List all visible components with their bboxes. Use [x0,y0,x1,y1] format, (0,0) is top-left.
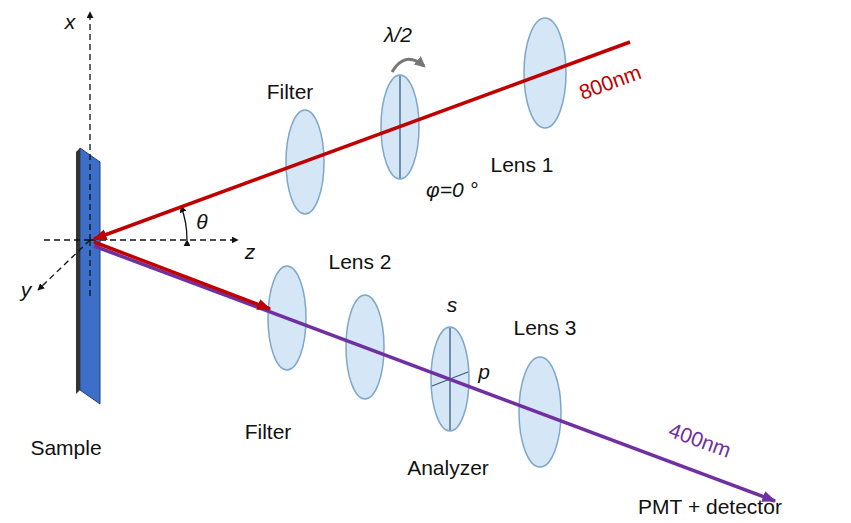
polarization-label: p [478,360,490,383]
axis-extension [40,239,90,240]
angle-label: θ [196,210,207,233]
reflected-beam [94,242,270,309]
part-label: Analyzer [407,456,489,479]
wavelength-label: 400nm [666,418,734,462]
axis-label: z [245,240,256,263]
polarization-label: s [447,293,458,316]
axis-extension [89,240,90,300]
x-axis [89,12,90,240]
part-label: Lens 3 [513,316,576,339]
part-label: λ/2 [384,23,412,46]
detector-label: PMT + detector [638,496,782,519]
part-label: Lens 2 [328,250,391,273]
angle-label: φ=0 ° [426,178,478,201]
sample-edge [76,148,80,394]
y-axis [38,240,90,290]
z-axis [90,239,238,240]
part-label: Filter [267,80,314,103]
sh-beam [94,246,775,501]
wavelength-label: 800nm [576,60,644,104]
axis-label: y [21,278,32,301]
incident-beam [94,42,630,239]
part-label: Lens 1 [490,153,553,176]
angle-arc [181,206,187,240]
rotation-arrow [392,59,424,72]
part-label: Filter [245,420,292,443]
axis-label: x [65,10,76,33]
part-label: Sample [30,436,101,459]
